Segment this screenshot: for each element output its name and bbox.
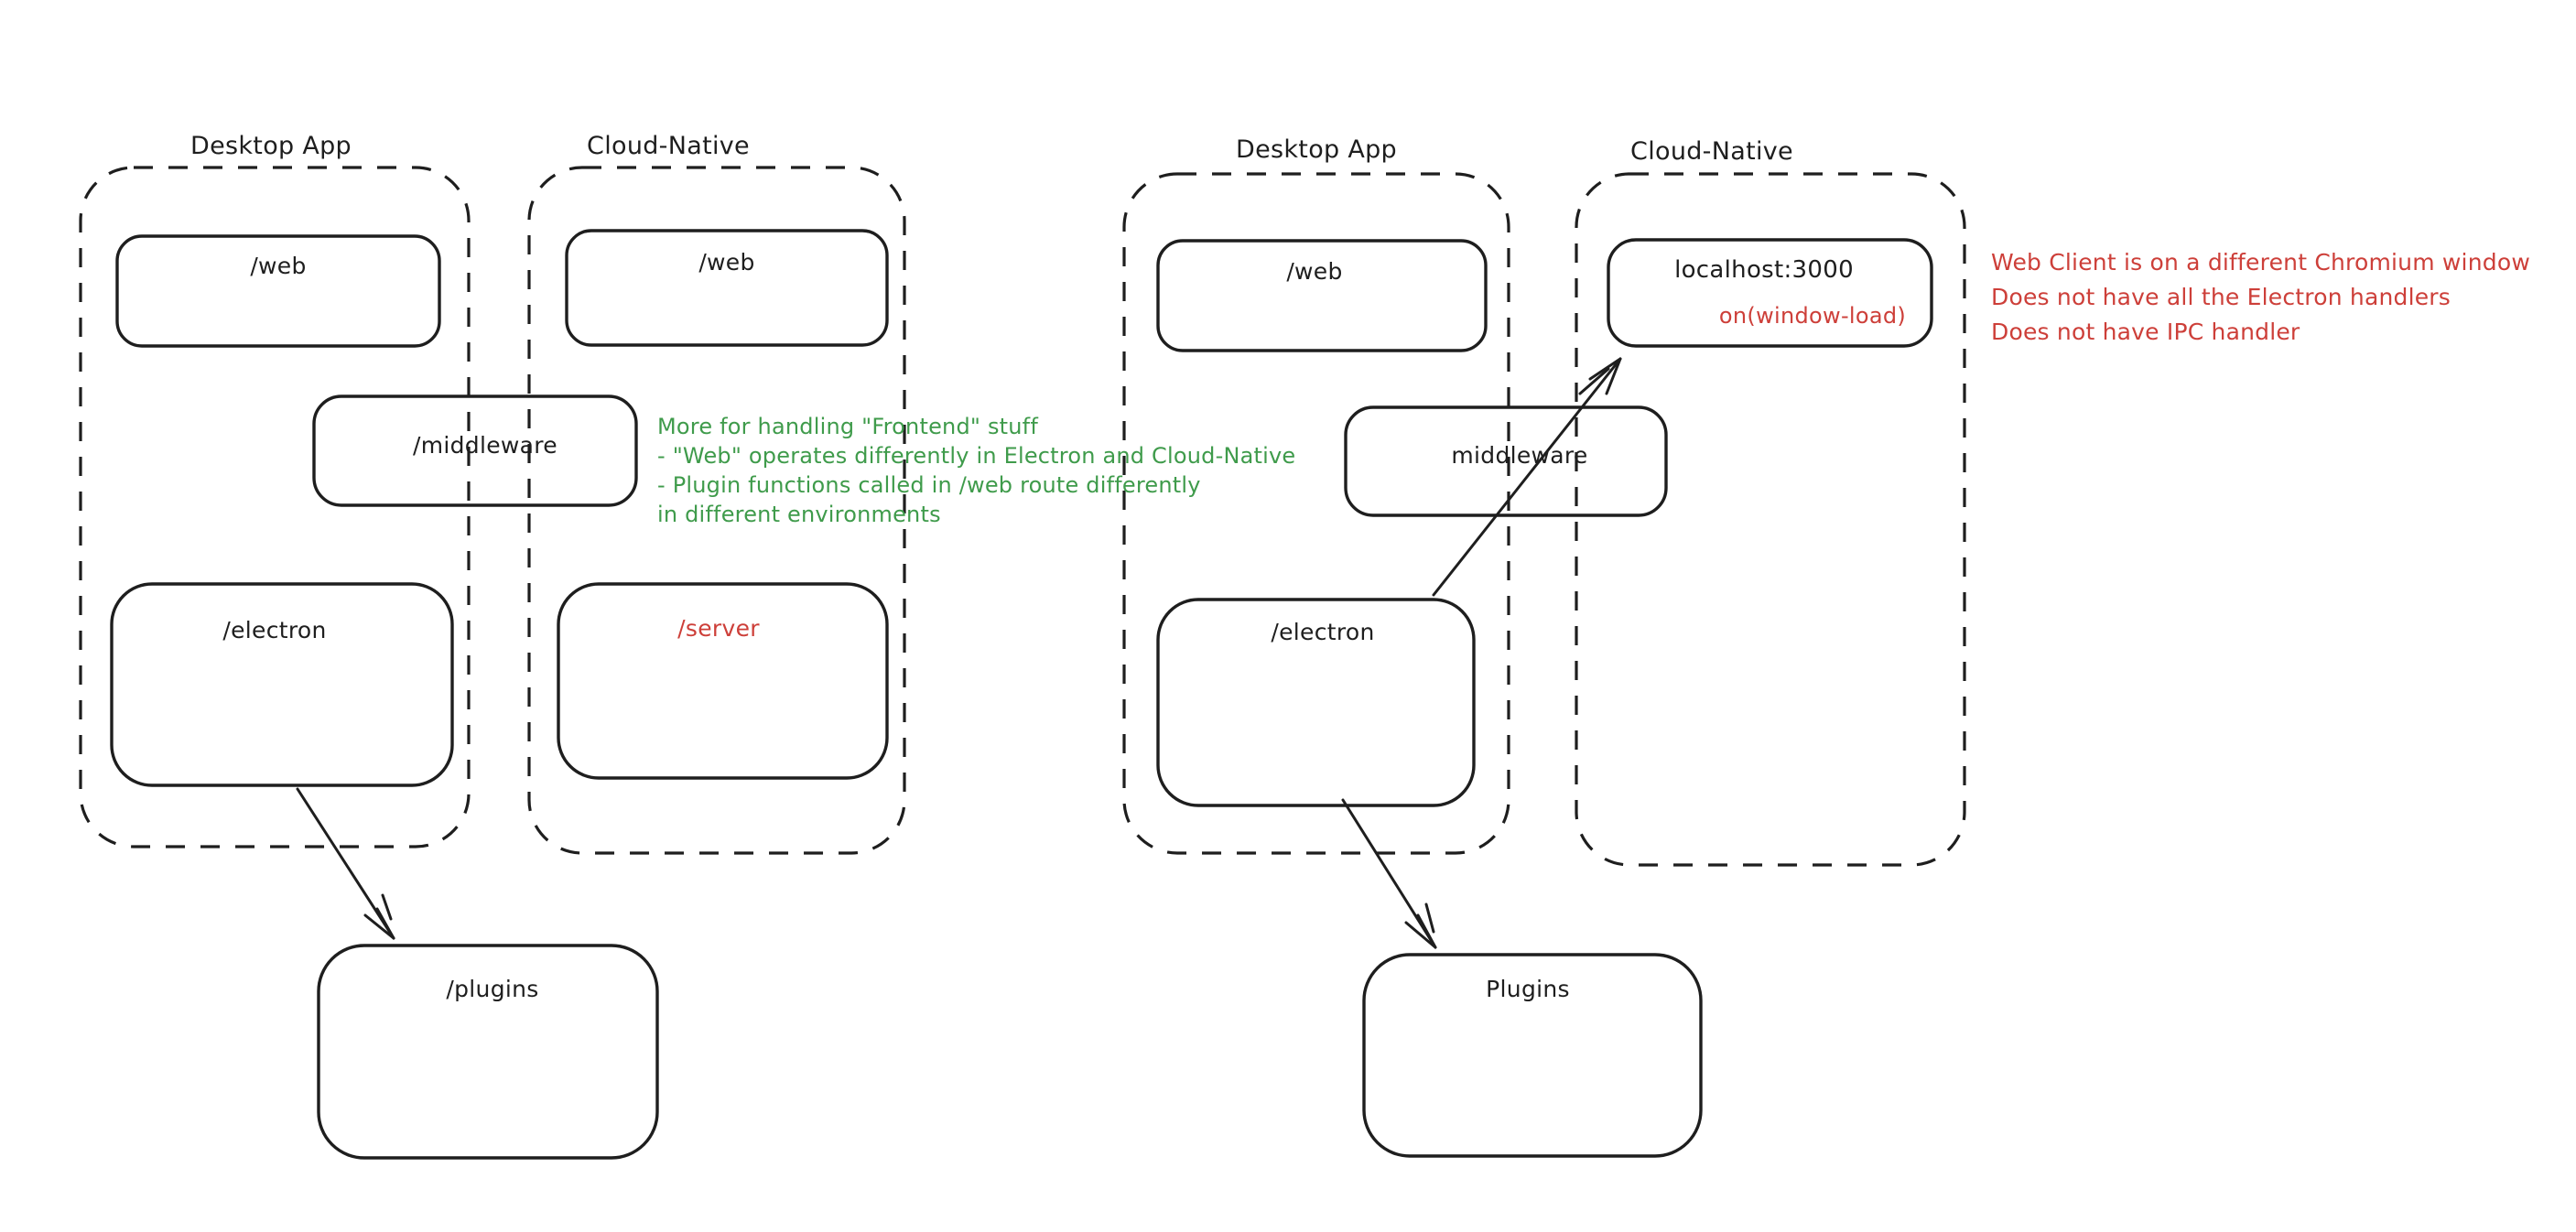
left-server-box <box>557 582 889 780</box>
left-cloud-web-label: /web <box>698 249 755 276</box>
right-cloud-native-group-label: Cloud-Native <box>1630 137 1793 166</box>
right-localhost-box <box>1607 238 1933 348</box>
left-cloud-web-box <box>565 229 889 347</box>
left-plugins-label: /plugins <box>446 976 539 1002</box>
localhost-label: localhost:3000 <box>1674 256 1854 284</box>
right-plugins-label: Plugins <box>1486 976 1570 1002</box>
frontend-note-line-2: - "Web" operates differently in Electron… <box>657 443 1296 469</box>
right-desktop-web-label: /web <box>1286 258 1343 285</box>
web-client-note-line-2: Does not have all the Electron handlers <box>1991 284 2452 310</box>
left-desktop-web-box <box>115 234 441 348</box>
right-electron-box <box>1156 598 1476 807</box>
left-desktop-web-label: /web <box>250 253 307 279</box>
left-middleware-box <box>312 394 638 507</box>
web-client-note-line-3: Does not have IPC handler <box>1991 319 2300 345</box>
right-desktop-web-box <box>1156 239 1488 352</box>
left-electron-box <box>110 582 454 787</box>
frontend-note-line-4: in different environments <box>657 502 941 527</box>
right-desktop-app-group <box>1122 172 1510 855</box>
left-cloud-native-group-label: Cloud-Native <box>587 132 750 160</box>
left-server-label: /server <box>677 615 760 642</box>
frontend-note-line-1: More for handling "Frontend" stuff <box>657 414 1038 439</box>
frontend-note: More for handling "Frontend" stuff - "We… <box>657 412 1295 529</box>
left-desktop-app-group-label: Desktop App <box>190 132 352 160</box>
left-plugins-box <box>317 944 659 1160</box>
arrow-electron-to-plugins-left <box>296 787 395 940</box>
right-middleware-box <box>1344 405 1668 517</box>
right-cloud-native-group <box>1575 172 1966 867</box>
on-window-load-label: on(window-load) <box>1718 303 1907 329</box>
left-middleware-label: /middleware <box>413 432 557 459</box>
arrow-electron-to-localhost <box>1432 357 1622 597</box>
right-plugins-box <box>1362 953 1703 1158</box>
right-electron-label: /electron <box>1271 619 1375 645</box>
right-desktop-app-group-label: Desktop App <box>1236 135 1397 164</box>
left-desktop-app-group <box>79 166 471 848</box>
right-middleware-label: middleware <box>1451 442 1588 469</box>
web-client-note-line-1: Web Client is on a different Chromium wi… <box>1991 249 2530 276</box>
left-electron-label: /electron <box>222 617 327 643</box>
arrow-electron-to-plugins-right <box>1341 798 1437 949</box>
web-client-note: Web Client is on a different Chromium wi… <box>1991 245 2530 350</box>
frontend-note-line-3: - Plugin functions called in /web route … <box>657 472 1201 498</box>
left-cloud-native-group <box>527 166 906 855</box>
